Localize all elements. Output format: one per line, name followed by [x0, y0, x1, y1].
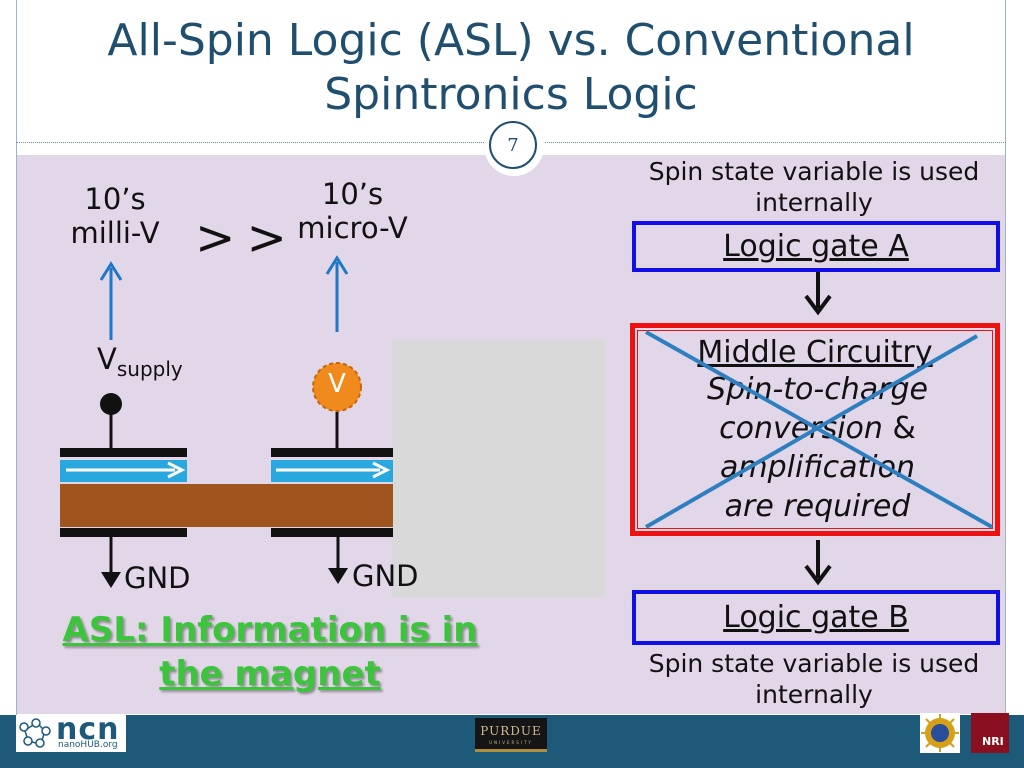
right-ground-arrow	[328, 537, 348, 584]
bottom-note-line-1: Spin state variable is used	[648, 649, 980, 678]
left-voltage-magnitude: 10’s	[84, 182, 146, 216]
right-voltage-unit: micro-V	[297, 211, 408, 245]
logic-gate-b: Logic gate B	[632, 590, 1000, 645]
ncn-logo-text: ncn	[56, 712, 120, 747]
right-voltage-magnitude: 10’s	[321, 177, 384, 211]
middle-circuitry-title: Middle Circuitry	[697, 335, 933, 370]
nri-logo	[971, 713, 1009, 753]
right-ground-label: GND	[352, 559, 419, 593]
placeholder-gray-box	[392, 340, 605, 597]
top-note-line-1: Spin state variable is used	[648, 157, 980, 186]
output-contact-bottom	[271, 528, 393, 537]
supply-voltage-label: Vsupply	[97, 342, 183, 381]
middle-line-2-italic: conversion	[719, 411, 883, 446]
slide-title: All-Spin Logic (ASL) vs. Conventional Sp…	[16, 14, 1006, 122]
right-voltage-label: 10’s micro-V	[285, 177, 420, 245]
nri-logo-text: NRI	[982, 735, 1004, 748]
middle-circuitry-description: Spin-to-charge conversion & amplificatio…	[640, 370, 995, 526]
bottom-note: Spin state variable is used internally	[618, 648, 1010, 710]
top-note-line-2: internally	[755, 188, 873, 217]
left-voltage-label: 10’s milli-V	[60, 182, 170, 250]
left-ground-label: GND	[124, 561, 191, 595]
middle-line-3: amplification	[719, 450, 916, 485]
supply-voltage-symbol: V	[97, 342, 117, 376]
asl-message-line-2: the magnet	[159, 654, 381, 694]
slide-frame	[16, 0, 1006, 715]
supply-voltage-subscript: supply	[116, 356, 183, 381]
input-contact-bottom	[60, 528, 187, 537]
middle-line-1: Spin-to-charge	[707, 372, 928, 407]
slide-number: 7	[489, 121, 537, 169]
input-magnet	[60, 448, 187, 482]
middle-line-2-plain: &	[882, 411, 916, 446]
flow-arrow-down-1	[804, 272, 832, 316]
much-greater-than-sign: > >	[195, 210, 287, 266]
nsf-seal-icon	[921, 714, 959, 752]
asl-message-line-1: ASL: Information is in	[62, 610, 478, 650]
left-voltage-unit: milli-V	[70, 216, 160, 250]
middle-line-4: are required	[724, 489, 911, 524]
asl-message: ASL: Information is in the magnet	[30, 608, 510, 696]
logic-gate-a: Logic gate A	[632, 221, 1000, 272]
top-note: Spin state variable is used internally	[618, 156, 1010, 218]
nsf-logo	[920, 713, 960, 753]
spin-channel	[60, 484, 393, 527]
ncn-logo	[16, 715, 126, 752]
purdue-logo	[475, 718, 547, 752]
nanohub-text: nanoHUB.org	[58, 740, 118, 750]
right-up-arrow	[325, 255, 349, 332]
voltmeter-icon	[312, 362, 362, 412]
purdue-logo-subtext: UNIVERSITY	[489, 740, 533, 745]
purdue-logo-text: PURDUE	[480, 724, 542, 738]
title-line-2: Spintronics Logic	[324, 69, 698, 120]
title-line-1: All-Spin Logic (ASL) vs. Conventional	[107, 15, 915, 66]
flow-arrow-down-2	[804, 540, 832, 586]
voltmeter-label: V	[328, 369, 346, 399]
output-magnet	[271, 448, 393, 482]
left-ground-arrow	[101, 537, 121, 588]
left-up-arrow	[99, 261, 123, 340]
molecule-icon	[19, 718, 51, 748]
bottom-note-line-2: internally	[755, 680, 873, 709]
middle-line-2: conversion &	[640, 409, 995, 448]
